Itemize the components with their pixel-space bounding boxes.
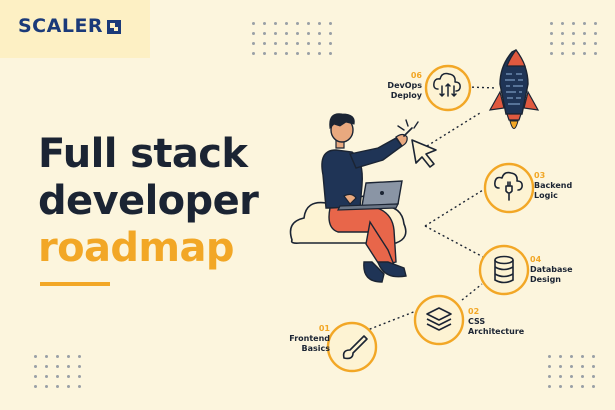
step-06-title-2: Deploy xyxy=(390,91,422,100)
title-underline xyxy=(40,282,110,286)
scaler-logo[interactable]: SCALER xyxy=(18,17,122,36)
dot-grid-top xyxy=(252,22,332,55)
rocket-icon xyxy=(488,48,540,129)
step-04-label: 04 Database Design xyxy=(530,255,590,285)
step-03-title-2: Logic xyxy=(534,191,558,200)
step-02-label: 02 CSS Architecture xyxy=(468,307,538,337)
dot-grid-bottom-left xyxy=(34,355,81,388)
step-03-node xyxy=(483,162,535,214)
step-02-number: 02 xyxy=(468,307,480,316)
cloud-deploy-icon xyxy=(433,72,461,97)
step-06-label: 06 DevOps Deploy xyxy=(372,71,422,101)
connector-lines xyxy=(364,86,498,332)
step-01-number: 01 xyxy=(318,324,330,333)
step-01-label: 01 Frontend Basics xyxy=(280,324,330,354)
paintbrush-icon xyxy=(342,335,368,360)
cloud-plug-icon xyxy=(494,171,523,201)
brand-name: SCALER xyxy=(18,15,104,37)
database-icon xyxy=(494,255,514,284)
step-06-number: 06 xyxy=(410,71,422,80)
dot-grid-bottom-right xyxy=(548,355,595,388)
step-03-label: 03 Backend Logic xyxy=(534,171,594,201)
cursor-icon xyxy=(397,119,437,168)
dot-grid-top-right xyxy=(550,22,597,55)
step-03-number: 03 xyxy=(534,171,546,180)
page-title: Full stack developer roadmap xyxy=(38,131,259,272)
scaler-mark-icon xyxy=(107,19,122,34)
step-01-title-2: Basics xyxy=(301,344,330,353)
title-line-2: developer xyxy=(38,178,259,224)
title-line-1: Full stack xyxy=(38,131,248,177)
developer-character xyxy=(321,113,413,283)
step-04-number: 04 xyxy=(530,255,542,264)
title-line-3: roadmap xyxy=(38,225,235,271)
layers-icon xyxy=(426,307,452,331)
logo-panel: SCALER xyxy=(0,0,150,58)
step-04-title-2: Design xyxy=(530,275,561,284)
step-02-title-2: Architecture xyxy=(468,327,525,336)
step-03-title-1: Backend xyxy=(534,181,573,190)
step-06-title-1: DevOps xyxy=(387,81,422,90)
step-04-title-1: Database xyxy=(530,265,573,274)
step-01-title-1: Frontend xyxy=(289,334,330,343)
step-02-title-1: CSS xyxy=(468,317,486,326)
